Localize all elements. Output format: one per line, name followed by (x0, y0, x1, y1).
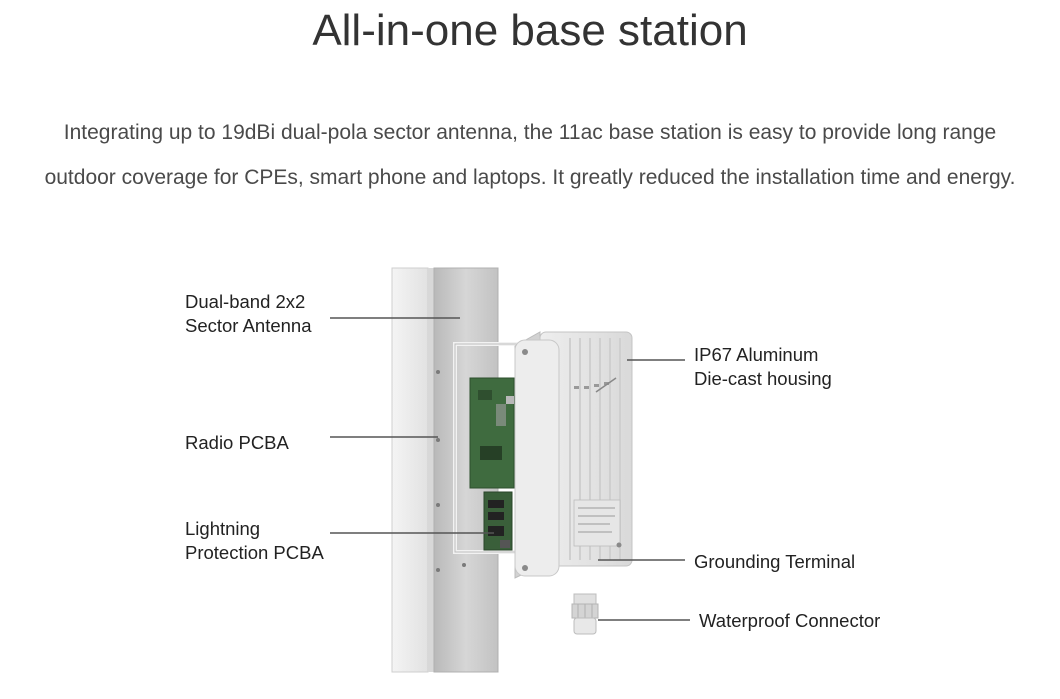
waterproof-connector (571, 593, 599, 635)
page-title: All-in-one base station (312, 6, 748, 55)
label-waterproof-connector: Waterproof Connector (699, 610, 881, 631)
label-grounding-terminal: Grounding Terminal (694, 551, 856, 572)
aluminum-housing (514, 331, 633, 579)
label-antenna-line-1: Dual-band 2x2 (185, 291, 306, 312)
label-radio-pcba: Radio PCBA (185, 432, 289, 453)
label-housing-line-2: Die-cast housing (694, 368, 832, 389)
lightning-protection-pcba (483, 491, 513, 551)
description-line-2: outdoor coverage for CPEs, smart phone a… (44, 166, 1016, 189)
radio-pcba (469, 377, 515, 489)
label-lightning-line-2: Protection PCBA (185, 542, 324, 563)
label-housing-line-1: IP67 Aluminum (694, 344, 819, 365)
label-antenna-line-2: Sector Antenna (185, 315, 312, 336)
label-lightning-line-1: Lightning (185, 518, 261, 539)
leader-lines (330, 317, 690, 621)
description-line-1: Integrating up to 19dBi dual-pola sector… (63, 121, 997, 144)
antenna-radome (391, 267, 434, 673)
